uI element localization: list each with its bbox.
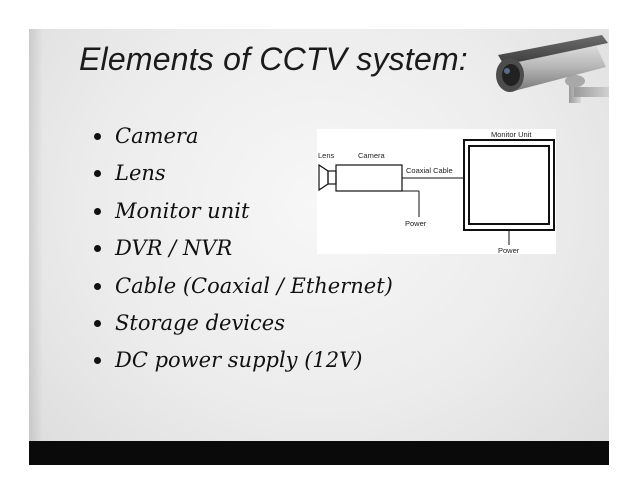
slide-edge-shade [29,29,43,465]
monitor-unit-label: Monitor Unit [491,130,532,139]
camera-power-label: Power [405,219,427,228]
bullet-text: Storage devices [115,310,285,335]
bullet-dot-icon [94,133,101,140]
bullet-dot-icon [94,319,101,327]
monitor-unit-outer [463,139,555,231]
security-camera-icon [496,35,609,103]
lens-mount [327,170,337,185]
bullet-dot-icon [94,357,101,365]
bullet-dot-icon [94,207,101,215]
bullet-text: Lens [115,161,166,186]
bullet-list: Camera Lens Monitor unit DVR / NVR Cable… [91,124,393,386]
monitor-unit-screen [468,145,550,225]
bullet-dot-icon [94,170,101,178]
bullet-item: DVR / NVR [91,236,393,273]
bullet-item: Storage devices [91,311,393,348]
bullet-dot-icon [94,245,101,253]
bullet-item: Camera [91,124,393,161]
slide-bottom-bar [29,441,609,465]
bullet-item: Lens [91,161,393,198]
lens-label: Lens [318,151,335,160]
bullet-text: DVR / NVR [115,236,233,261]
bullet-text: Cable (Coaxial / Ethernet) [115,273,393,298]
bullet-dot-icon [94,282,101,290]
cctv-diagram: Monitor Unit Power Lens Camera Coaxial C… [317,129,556,254]
bullet-text: DC power supply (12V) [115,348,363,373]
bullet-item: Monitor unit [91,199,393,236]
lens-shape [318,163,329,192]
camera-body [335,164,403,192]
bullet-item: Cable (Coaxial / Ethernet) [91,274,393,311]
slide-title: Elements of CCTV system: [79,41,468,77]
bullet-text: Camera [115,124,199,148]
bullet-text: Monitor unit [115,198,250,223]
monitor-power-label: Power [498,246,520,254]
coaxial-cable-label: Coaxial Cable [406,166,453,175]
bullet-item: DC power supply (12V) [91,348,393,385]
camera-label: Camera [358,151,386,160]
slide: Elements of CCTV system: [29,29,609,465]
